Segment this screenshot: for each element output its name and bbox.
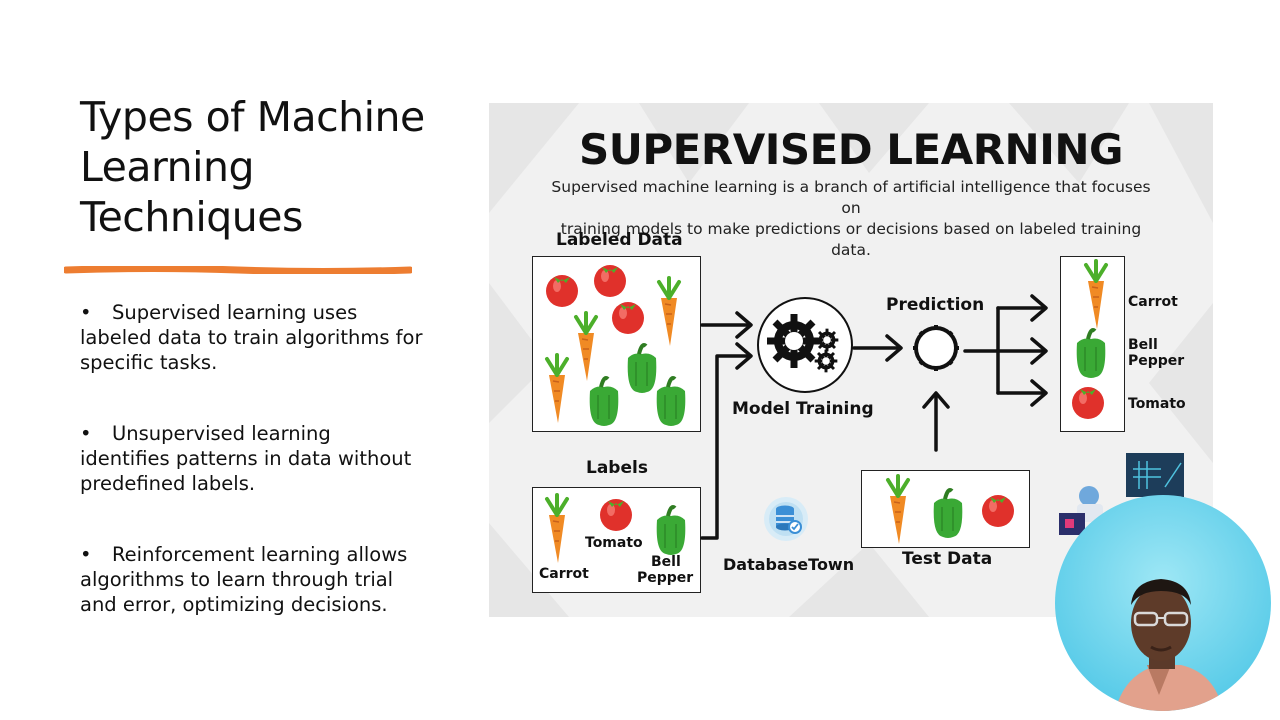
model-training-label: Model Training [732,399,874,419]
tomato-icon [982,495,1014,527]
label-carrot: Carrot [539,566,589,582]
presenter-webcam [1055,495,1271,711]
pepper-icon [587,376,621,428]
tomato-icon [546,275,578,307]
flow-arrows [700,294,1048,540]
bullet-text: Supervised learning uses [112,301,358,324]
bullet-unsupervised: • Unsupervised learning identifies patter… [80,421,440,496]
slide-title-line: Types of Machine [80,93,425,141]
pepper-icon [1074,328,1108,380]
carrot-icon [1084,259,1108,331]
label-tomato: Tomato [585,535,643,551]
bullet-text: identifies patterns in data without [80,447,412,470]
prediction-label: Prediction [886,295,985,315]
bullet-text: and error, optimizing decisions. [80,593,388,616]
output-bell: Bell [1128,337,1158,353]
presenter-video-icon [1055,495,1271,711]
model-training-icon [757,297,853,393]
tomato-icon [594,265,626,297]
slide-title: Types of Machine Learning Techniques [80,92,460,242]
tomato-icon [612,302,644,334]
pepper-icon [654,376,688,428]
bullet-reinforcement: • Reinforcement learning allows algorithm… [80,542,440,617]
bullet-marker: • [80,422,92,445]
pepper-icon [654,505,688,557]
pepper-icon [625,343,659,395]
panel-background [489,103,1213,617]
figure-description-line: Supervised machine learning is a branch … [551,178,1151,217]
labels-label: Labels [586,458,648,478]
output-pepper: Pepper [1128,353,1185,369]
slide-title-line: Learning [80,143,255,191]
figure-description: Supervised machine learning is a branch … [549,177,1153,261]
carrot-icon [574,311,598,383]
label-pepper: Pepper [637,570,694,586]
bullet-text: predefined labels. [80,472,256,495]
supervised-learning-figure: SUPERVISED LEARNING Supervised machine l… [489,103,1213,617]
bullet-text: labeled data to train algorithms for [80,326,423,349]
carrot-icon [545,493,569,565]
figure-heading: SUPERVISED LEARNING [579,125,1123,174]
title-underline [64,266,412,274]
bullet-text: Reinforcement learning allows [112,543,408,566]
test-data-label: Test Data [902,549,993,569]
bullet-marker: • [80,301,92,324]
brand-label: DatabaseTown [723,555,855,574]
output-carrot: Carrot [1128,294,1178,310]
slide-title-line: Techniques [80,193,303,241]
label-bell: Bell [651,554,681,570]
diagram-artwork [545,259,1184,565]
bullet-text: algorithms to learn through trial [80,568,394,591]
carrot-icon [886,474,910,546]
robot-illustration-icon [1059,453,1184,535]
labeled-data-label: Labeled Data [556,230,683,250]
prediction-icon [913,325,959,371]
carrot-icon [545,353,569,425]
bullet-marker: • [80,543,92,566]
tomato-icon [600,499,632,531]
pepper-icon [931,488,965,540]
output-tomato: Tomato [1128,396,1186,412]
carrot-icon [657,276,681,348]
database-logo-icon [764,497,808,541]
bullet-supervised: • Supervised learning uses labeled data t… [80,300,440,375]
figure-description-line: training models to make predictions or d… [560,220,1142,259]
bullet-text: Unsupervised learning [112,422,331,445]
tomato-icon [1072,387,1104,419]
bullet-text: specific tasks. [80,351,218,374]
